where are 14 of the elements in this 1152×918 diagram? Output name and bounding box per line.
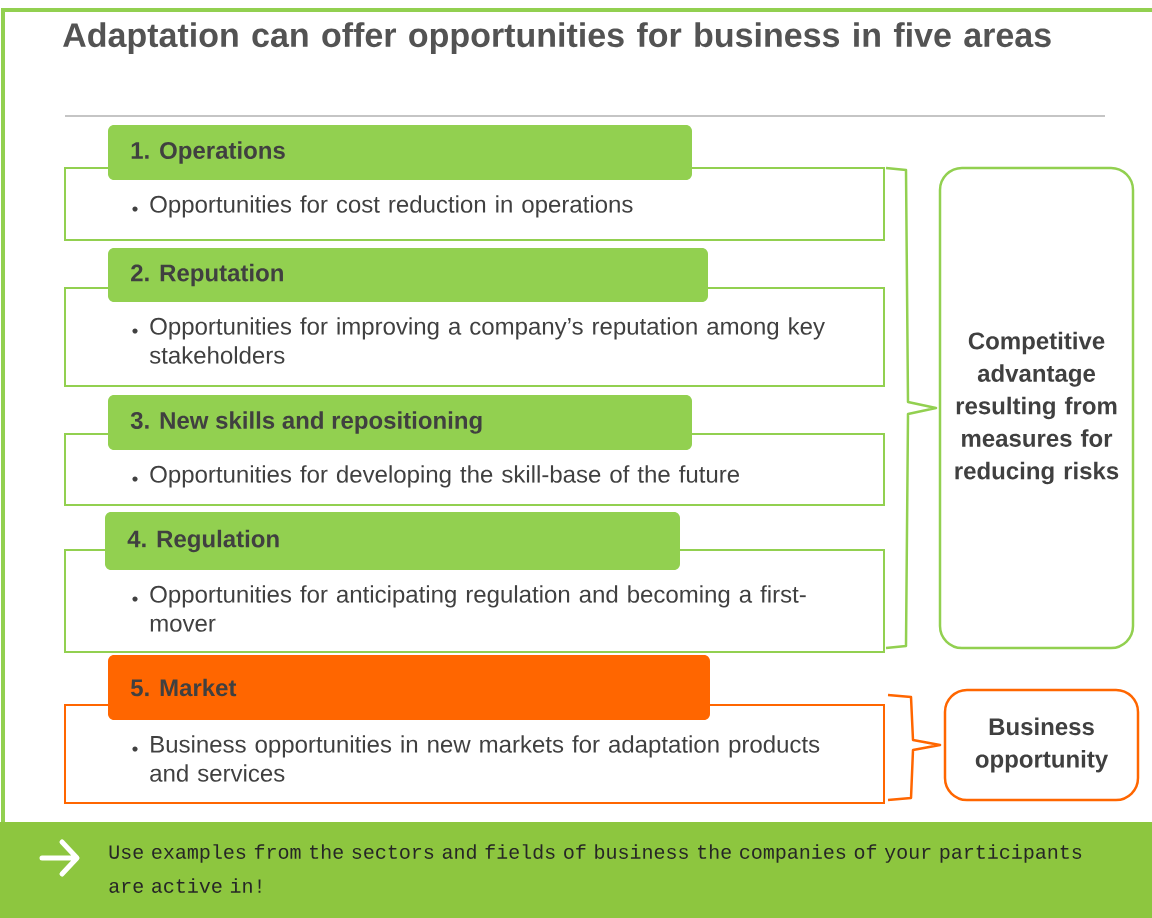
node-label: 1. Operations xyxy=(131,141,285,164)
outcome-box: Business opportunity xyxy=(943,688,1140,802)
tip-band: Use examples from the sectors and fields of business the companies of your participants are active in! xyxy=(0,822,1152,918)
node-label: 3. New skills and repositioning xyxy=(130,411,482,434)
area-card: 1. Operations Opportunities for cost reduction in operations xyxy=(64,125,885,241)
area-card: 4. Regulation Opportunities for anticipating regulation and becoming a first-mover xyxy=(64,512,885,653)
node-label: 4. Regulation xyxy=(127,529,279,553)
node-label: 5. Market xyxy=(130,678,237,697)
outcome-box: Competitive advantage resulting from measures for reducing risks xyxy=(938,166,1135,650)
area-card: 5. Market Business opportunities in new markets for adaptation products and services xyxy=(64,655,885,804)
area-card: 3. New skills and repositioning Opportunities for developing the skill-base of the future xyxy=(64,395,885,506)
area-card: 2. Reputation Opportunities for improving a company’s reputation among key stakeholders xyxy=(64,248,885,387)
title: Adaptation can offer opportunities for business in five areas xyxy=(63,22,1051,54)
node-label: 2. Reputation xyxy=(131,263,283,287)
